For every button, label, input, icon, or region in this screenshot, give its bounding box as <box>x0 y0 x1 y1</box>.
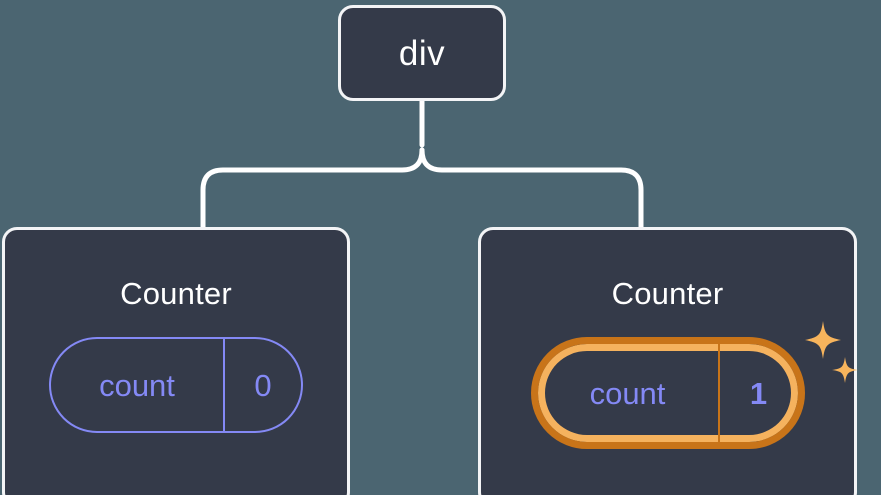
state-pill-right-wrap: count 1 <box>530 321 858 449</box>
state-pill-left-wrap: count 0 <box>49 337 303 433</box>
sparkle-small-icon <box>831 357 858 383</box>
state-key-right: count <box>589 375 666 411</box>
state-pill-right-highlighted[interactable]: count 1 <box>530 337 805 449</box>
state-value-left: 0 <box>223 339 301 431</box>
state-key-left: count <box>99 367 175 403</box>
connector-branch-right <box>419 147 644 230</box>
node-counter-left[interactable]: Counter count 0 <box>2 227 350 495</box>
connector-branch-left <box>200 147 425 230</box>
sparkle-group <box>804 321 858 383</box>
node-counter-right[interactable]: Counter count 1 <box>478 227 858 495</box>
node-div-label: div <box>398 33 446 73</box>
node-counter-left-label: Counter <box>120 276 232 311</box>
node-counter-right-label: Counter <box>611 276 724 311</box>
node-div[interactable]: div <box>338 5 506 101</box>
state-pill-left[interactable]: count 0 <box>49 337 303 433</box>
state-value-right: 1 <box>717 344 798 442</box>
sparkle-large-icon <box>804 321 841 359</box>
